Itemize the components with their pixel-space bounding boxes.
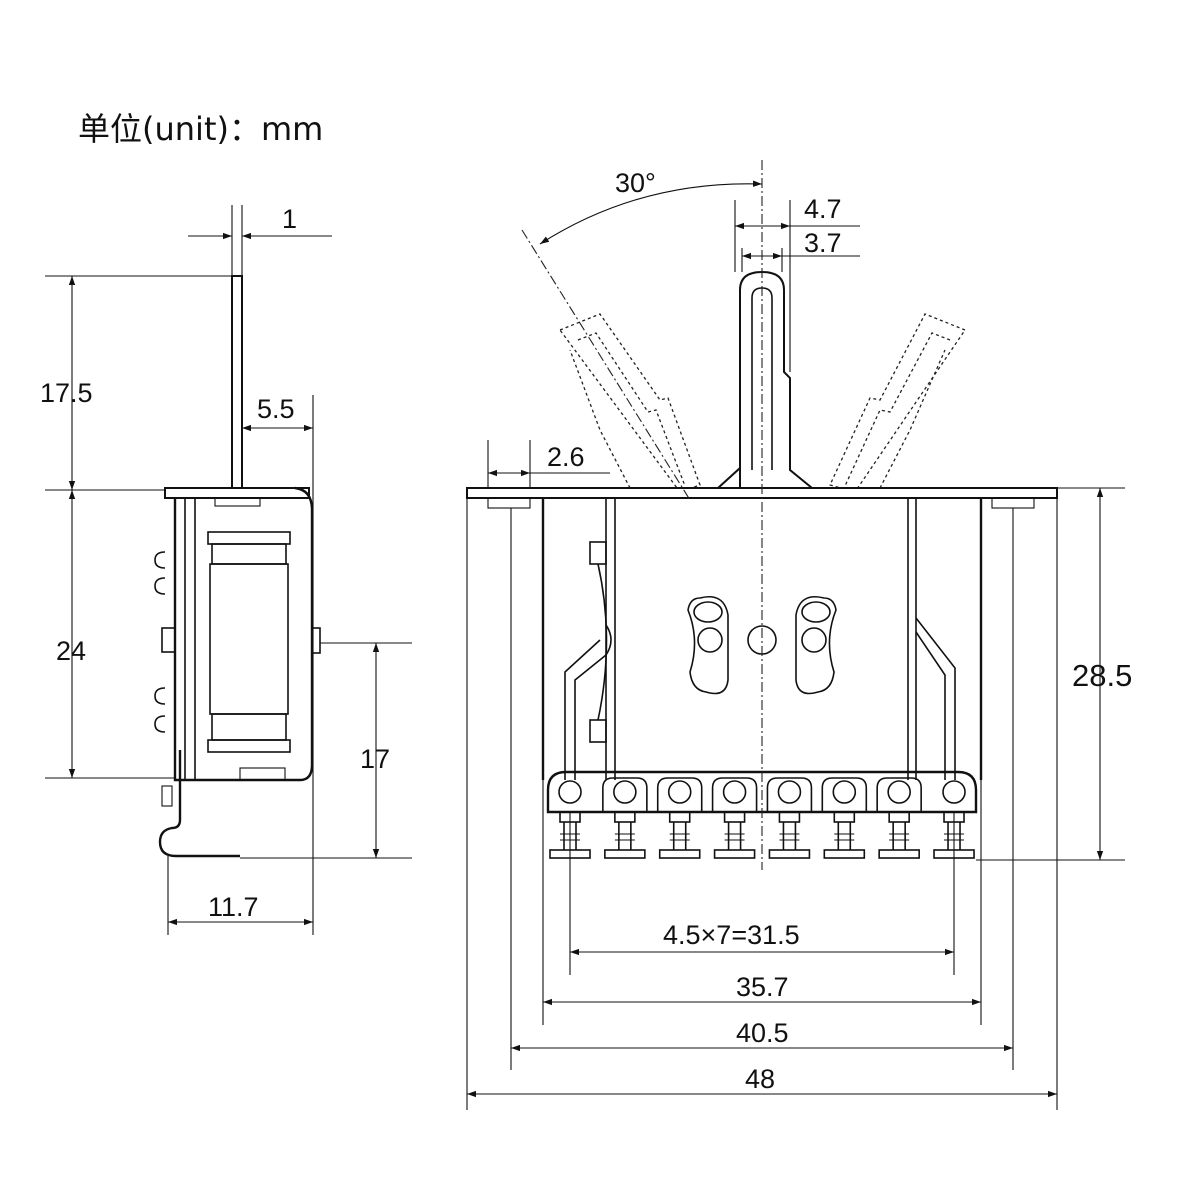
- side-spool-core: [209, 563, 289, 715]
- side-spool-bottom: [207, 739, 291, 753]
- side-right-nub: [311, 627, 321, 654]
- wire-left-2: [574, 654, 607, 780]
- side-bottom-tab: [239, 767, 286, 781]
- dim-shaft-outer-width: 4.7: [804, 194, 842, 224]
- terminal-pin: [711, 777, 758, 859]
- contact-lower: [589, 719, 607, 743]
- side-pin-3: [161, 627, 176, 653]
- spring-left: [597, 563, 608, 721]
- spring-tip: [605, 624, 612, 656]
- dim-shaft-inner-width: 3.7: [804, 228, 842, 258]
- dim-shaft-height: 17.5: [40, 378, 93, 408]
- side-view: 1 17.5 24 5.5 17 11.7: [40, 204, 412, 935]
- mount-hole-left: [487, 497, 531, 509]
- dim-shaft-offset: 5.5: [257, 394, 295, 424]
- unit-label: 单位(unit)：mm: [78, 110, 323, 148]
- wire-left: [564, 639, 601, 780]
- terminal-pin: [876, 777, 922, 859]
- side-body-outline: [173, 486, 314, 782]
- wire-right-2: [915, 631, 946, 780]
- terminal-pin: [602, 777, 648, 859]
- side-pin-2: [154, 577, 166, 595]
- detent-right: [795, 596, 837, 695]
- dim-height: 28.5: [1072, 658, 1132, 693]
- dim-body-height: 24: [56, 636, 86, 666]
- dim-angle: 30°: [615, 168, 656, 198]
- phantom-lever-right: [829, 313, 966, 493]
- dim-overall-width: 48: [745, 1064, 775, 1094]
- dim-depth: 11.7: [208, 892, 259, 922]
- side-shaft: [231, 275, 243, 491]
- front-view: 30° 4.7 3.7 2.6 28.5 4.5×7=31.5 35.7: [466, 160, 1132, 1110]
- lever-shaft: [739, 270, 815, 489]
- side-pin-4: [154, 687, 166, 705]
- side-spool-collar-bottom: [211, 713, 287, 741]
- detent-left: [687, 596, 729, 695]
- dim-shaft-thickness: 1: [282, 204, 297, 234]
- dim-pin-spacing: 4.5×7=31.5: [663, 920, 800, 950]
- lever-base-left: [717, 378, 741, 489]
- dim-hole-offset: 2.6: [547, 442, 585, 472]
- side-pin-1: [154, 551, 166, 569]
- side-top-tab: [214, 497, 261, 507]
- wire-right: [915, 617, 956, 780]
- terminal-strip: [546, 770, 978, 814]
- mount-hole-right: [991, 497, 1035, 509]
- side-spool-top: [207, 531, 291, 545]
- side-bracket-tab: [161, 785, 173, 807]
- dim-mounting-holes: 40.5: [736, 1018, 789, 1048]
- terminal-pin: [766, 777, 813, 859]
- side-spool-collar-top: [211, 543, 287, 565]
- dim-body-width: 35.7: [736, 972, 789, 1002]
- side-pin-5: [154, 715, 166, 733]
- contact-upper: [589, 541, 607, 565]
- side-top-plate: [164, 487, 310, 499]
- side-bracket: [158, 750, 240, 858]
- terminal-pin: [821, 777, 868, 859]
- terminal-pin: [656, 777, 703, 859]
- dim-bracket-height: 17: [360, 744, 390, 774]
